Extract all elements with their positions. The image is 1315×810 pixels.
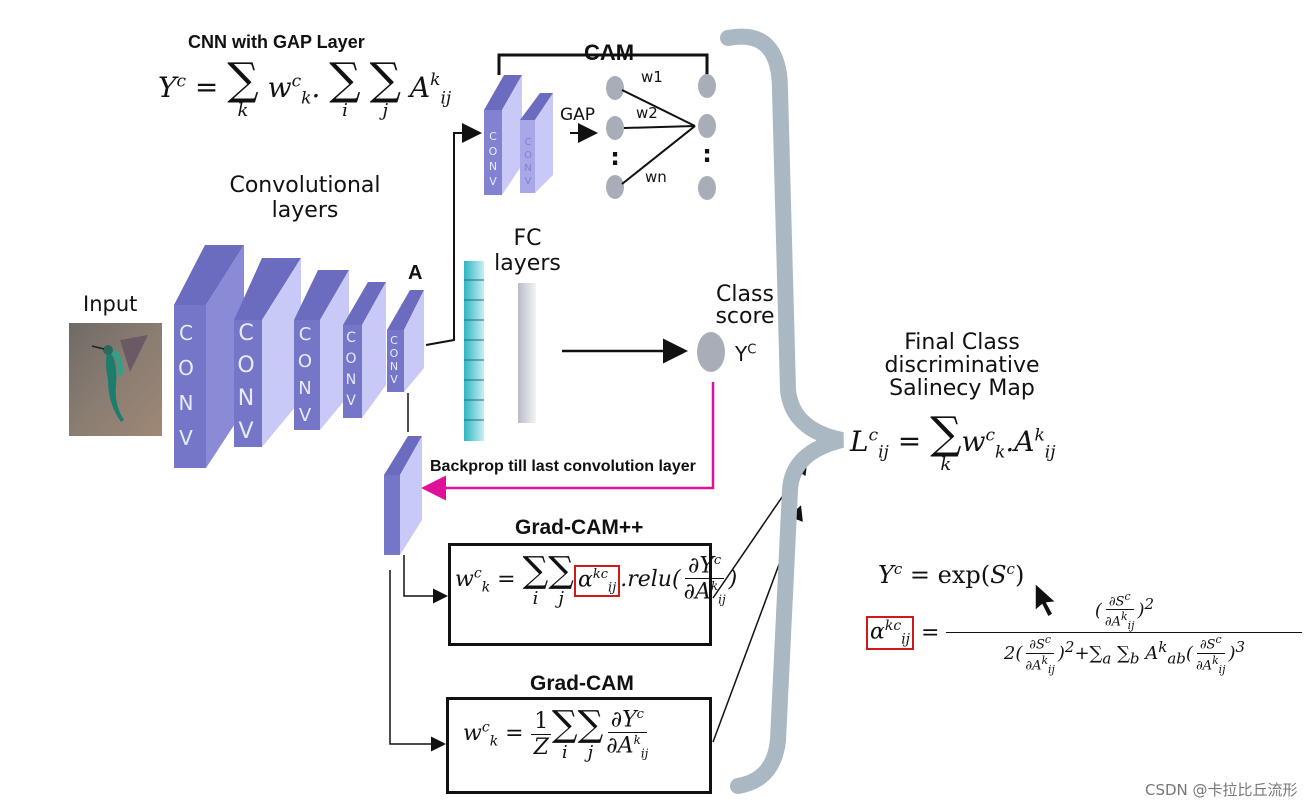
cam-conv-blocks: C O N V C O N V bbox=[484, 75, 553, 195]
fc-layers bbox=[464, 261, 536, 441]
svg-text:C: C bbox=[299, 324, 312, 345]
cam-formula: Yc = ∑k wck. ∑i ∑j Akij bbox=[158, 54, 452, 121]
cam-nodes: : : bbox=[606, 74, 716, 200]
svg-text:O: O bbox=[524, 150, 532, 161]
w2-label: w2 bbox=[636, 104, 658, 122]
svg-text:N: N bbox=[346, 372, 356, 388]
svg-text:N: N bbox=[390, 360, 398, 373]
fc-layers-label: FC layers bbox=[494, 226, 561, 276]
backprop-label: Backprop till last convolution layer bbox=[430, 458, 696, 475]
gradcampp-title: Grad-CAM++ bbox=[515, 516, 644, 539]
svg-text:C: C bbox=[525, 137, 532, 148]
a-label: A bbox=[408, 262, 423, 284]
svg-text:N: N bbox=[238, 386, 254, 411]
watermark: CSDN @卡拉比丘流形 bbox=[1145, 781, 1298, 799]
input-label: Input bbox=[83, 292, 138, 316]
conv-layers-label: Convolutional layers bbox=[229, 173, 381, 223]
svg-text:O: O bbox=[298, 351, 312, 372]
svg-text:V: V bbox=[390, 373, 398, 386]
svg-text::: : bbox=[702, 140, 712, 168]
w1-label: w1 bbox=[641, 68, 663, 86]
svg-text:N: N bbox=[179, 391, 194, 415]
alpha-formula: αkcij = (∂Sc∂Akij)2 2(∂Sc∂Akij)2+∑a ∑b A… bbox=[866, 590, 1303, 676]
svg-text:C: C bbox=[238, 321, 253, 346]
svg-text:O: O bbox=[178, 356, 194, 380]
to-gradcam-arrow bbox=[389, 570, 446, 752]
conv-letters: C O N V C O N V C O N V C O N V C O N V bbox=[178, 321, 399, 450]
svg-text:O: O bbox=[345, 351, 356, 367]
backprop-conv-block bbox=[384, 436, 422, 555]
gap-label: GAP bbox=[560, 105, 596, 125]
mouse-cursor-icon bbox=[1034, 581, 1058, 619]
svg-text:V: V bbox=[238, 419, 253, 444]
wn-label: wn bbox=[645, 168, 667, 186]
svg-text:N: N bbox=[524, 163, 531, 174]
class-score-label: Class score bbox=[715, 282, 775, 329]
svg-text:V: V bbox=[179, 426, 193, 450]
svg-text:O: O bbox=[237, 353, 254, 378]
to-gradcampp-arrow bbox=[403, 555, 448, 604]
backprop-arrow bbox=[421, 382, 715, 501]
yc-node-label: YC bbox=[735, 342, 757, 366]
cam-bracket bbox=[497, 53, 709, 75]
input-image bbox=[69, 323, 162, 436]
svg-text:C: C bbox=[489, 130, 497, 143]
class-score-node bbox=[697, 332, 725, 372]
svg-text::: : bbox=[610, 143, 620, 171]
svg-text:C: C bbox=[346, 330, 356, 346]
svg-text:O: O bbox=[489, 145, 498, 158]
final-map-label: Final Class discriminative Salinecy Map bbox=[884, 330, 1040, 401]
cam-title: CAM bbox=[584, 40, 635, 65]
gradcam-title: Grad-CAM bbox=[530, 672, 634, 695]
svg-text:N: N bbox=[298, 378, 311, 399]
a-to-cam-arrow bbox=[425, 123, 482, 346]
combining-brace bbox=[720, 28, 845, 794]
svg-text:C: C bbox=[179, 321, 193, 345]
svg-text:N: N bbox=[489, 160, 497, 173]
svg-text:V: V bbox=[525, 176, 532, 187]
exp-formula: Yc = exp(Sc) bbox=[878, 560, 1025, 589]
svg-text:C: C bbox=[390, 334, 398, 347]
svg-text:V: V bbox=[299, 405, 312, 426]
conv-stack bbox=[174, 245, 424, 468]
svg-text:V: V bbox=[346, 393, 356, 409]
svg-text:O: O bbox=[390, 347, 399, 360]
svg-text:V: V bbox=[489, 175, 497, 188]
cnn-gap-title: CNN with GAP Layer bbox=[188, 32, 365, 52]
